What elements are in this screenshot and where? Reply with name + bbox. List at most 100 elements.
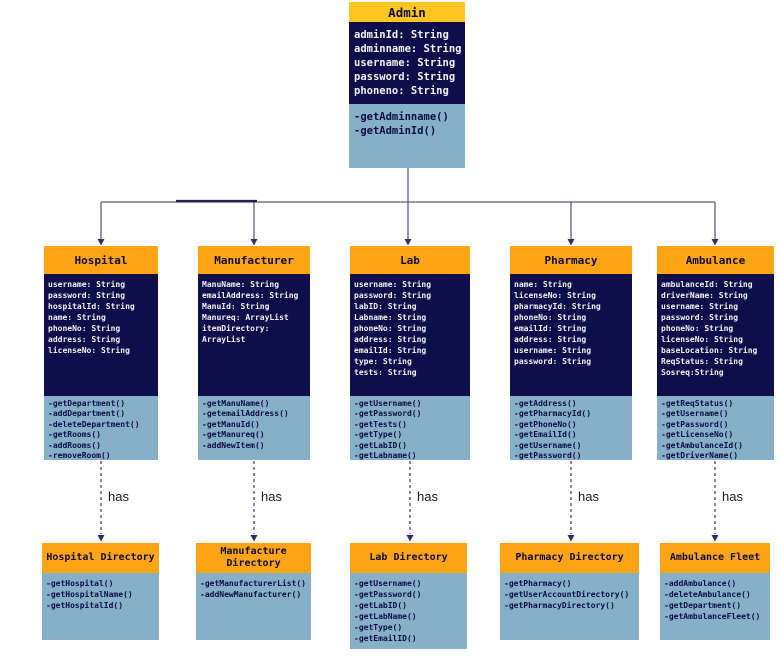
code-line: -getemailAddress() [202, 409, 289, 419]
code-line: -getDepartment() [48, 399, 126, 408]
code-line: username: String [354, 280, 432, 289]
code-line: ArrayList [202, 335, 246, 344]
code-line: -getHospitalName() [46, 590, 133, 599]
class-methods: -getManufacturerList()-addNewManufacture… [196, 573, 311, 640]
code-line: -getPassword() [354, 409, 422, 419]
code-line: -getAdminname() [354, 111, 449, 123]
code-line: Labname: String [354, 313, 427, 322]
class-box-pharmacy-directory: Pharmacy Directory -getPharmacy() -getUse… [500, 543, 639, 640]
class-title: Pharmacy Directory [500, 543, 639, 573]
class-title: Pharmacy [510, 246, 632, 274]
class-methods: -getDepartment()-addDepartment()-deleteD… [44, 396, 158, 460]
code-line: -getHospitalId() [46, 601, 124, 610]
code-line: emailId: String [354, 346, 427, 355]
class-title: Ambulance [657, 246, 774, 274]
code-line: username: String [48, 280, 126, 289]
code-line: -getUsername() [354, 399, 422, 408]
code-line: Manureq: ArrayList [202, 313, 289, 322]
code-line: -removeRoom() [48, 451, 111, 461]
code-line: driverName: String [661, 291, 748, 300]
code-line: username: String [354, 57, 456, 69]
code-line: -getLabID() [354, 440, 407, 450]
class-title: Hospital [44, 246, 158, 274]
class-title: Admin [349, 2, 465, 22]
code-line: -addNewManufacturer() [200, 590, 302, 599]
code-line: adminname: String [354, 43, 462, 55]
code-line: -addNewItem() [202, 440, 265, 450]
code-line: -addRooms() [48, 440, 101, 450]
code-line: -getAdminId() [354, 125, 437, 137]
code-line: -deleteAmbulance() [664, 590, 751, 599]
code-line: -getPharmacyId() [514, 409, 592, 419]
code-line: -getManureq() [202, 430, 265, 440]
code-line: ManuName: String [202, 280, 280, 289]
code-line: baseLocation: String [661, 346, 758, 355]
class-methods: -getReqStatus()-getUsername()-getPasswor… [657, 396, 774, 460]
code-line: name: String [48, 313, 106, 322]
code-line: password: String [661, 313, 739, 322]
class-attributes: adminId: String adminname: String username… [349, 22, 465, 104]
code-line: -addDepartment() [48, 409, 126, 419]
code-line: -getUserAccountDirectory() [504, 590, 630, 599]
class-box-ambulance-fleet: Ambulance Fleet -addAmbulance()-deleteAm… [660, 543, 770, 640]
code-line: licenseNo: String [514, 291, 596, 300]
code-line: -getHospital() [46, 579, 114, 588]
code-line: -getManuId() [202, 419, 260, 429]
code-line: itemDirectory: [202, 324, 270, 333]
class-title: Lab Directory [350, 543, 467, 573]
code-line: -getLabname() [354, 451, 417, 461]
code-line: -getTests() [354, 419, 407, 429]
code-line: -getAmbulanceId() [661, 440, 743, 450]
code-line: phoneno: String [354, 85, 449, 97]
class-title: Manufacture Directory [196, 543, 311, 573]
code-line: username: String [661, 302, 739, 311]
code-line: -getPharmacyDirectory() [504, 601, 615, 610]
code-line: ambulanceId: String [661, 280, 753, 289]
class-title: Lab [350, 246, 470, 274]
code-line: -getLicenseNo() [661, 430, 734, 440]
code-line: emailId: String [514, 324, 587, 333]
code-line: -getPhoneNo() [514, 419, 577, 429]
code-line: address: String [48, 335, 121, 344]
code-line: -getPassword() [514, 451, 582, 461]
code-line: -getEmailId() [514, 430, 577, 440]
code-line: ReqStatus: String [661, 357, 743, 366]
code-line: password: String [514, 357, 592, 366]
solid-arrowheads [97, 239, 719, 246]
relation-label-has: has [417, 489, 438, 504]
class-methods: -addAmbulance() -deleteAmbulance() -getDep… [660, 573, 770, 640]
code-line: -getUsername() [354, 579, 422, 588]
class-box-lab-directory: Lab Directory -getUsername() -getPassword… [350, 543, 467, 649]
code-line: tests: String [354, 368, 417, 377]
code-line: -addAmbulance() [664, 579, 737, 588]
code-line: -getLabID() [354, 601, 407, 610]
code-line: phoneNo: String [48, 324, 121, 333]
code-line: licenseNo: String [48, 346, 130, 355]
relation-label-has: has [722, 489, 743, 504]
code-line: labID: String [354, 302, 417, 311]
code-line: phoneNo: String [354, 324, 427, 333]
code-line: -deleteDepartment() [48, 419, 140, 429]
code-line: phoneNo: String [514, 313, 587, 322]
class-title: Hospital Directory [42, 543, 159, 573]
code-line: -getType() [354, 430, 403, 440]
code-line: -getManuName() [202, 399, 270, 408]
class-methods: -getManuName()-getemailAddress()-getManu… [198, 396, 310, 460]
code-line: -getDepartment() [664, 601, 742, 610]
code-line: -getPharmacy() [504, 579, 572, 588]
class-box-pharmacy: Pharmacy name: String licenseNo: String ph… [510, 246, 632, 460]
code-line: -getUsername() [514, 440, 582, 450]
code-line: adminId: String [354, 29, 449, 41]
code-line: -getPassword() [354, 590, 422, 599]
code-line: -getAddress() [514, 399, 577, 408]
code-line: -getUsername() [661, 409, 729, 419]
code-line: emailAddress: String [202, 291, 299, 300]
has-dashed-lines [100, 461, 716, 534]
code-line: name: String [514, 280, 572, 289]
code-line: address: String [354, 335, 427, 344]
